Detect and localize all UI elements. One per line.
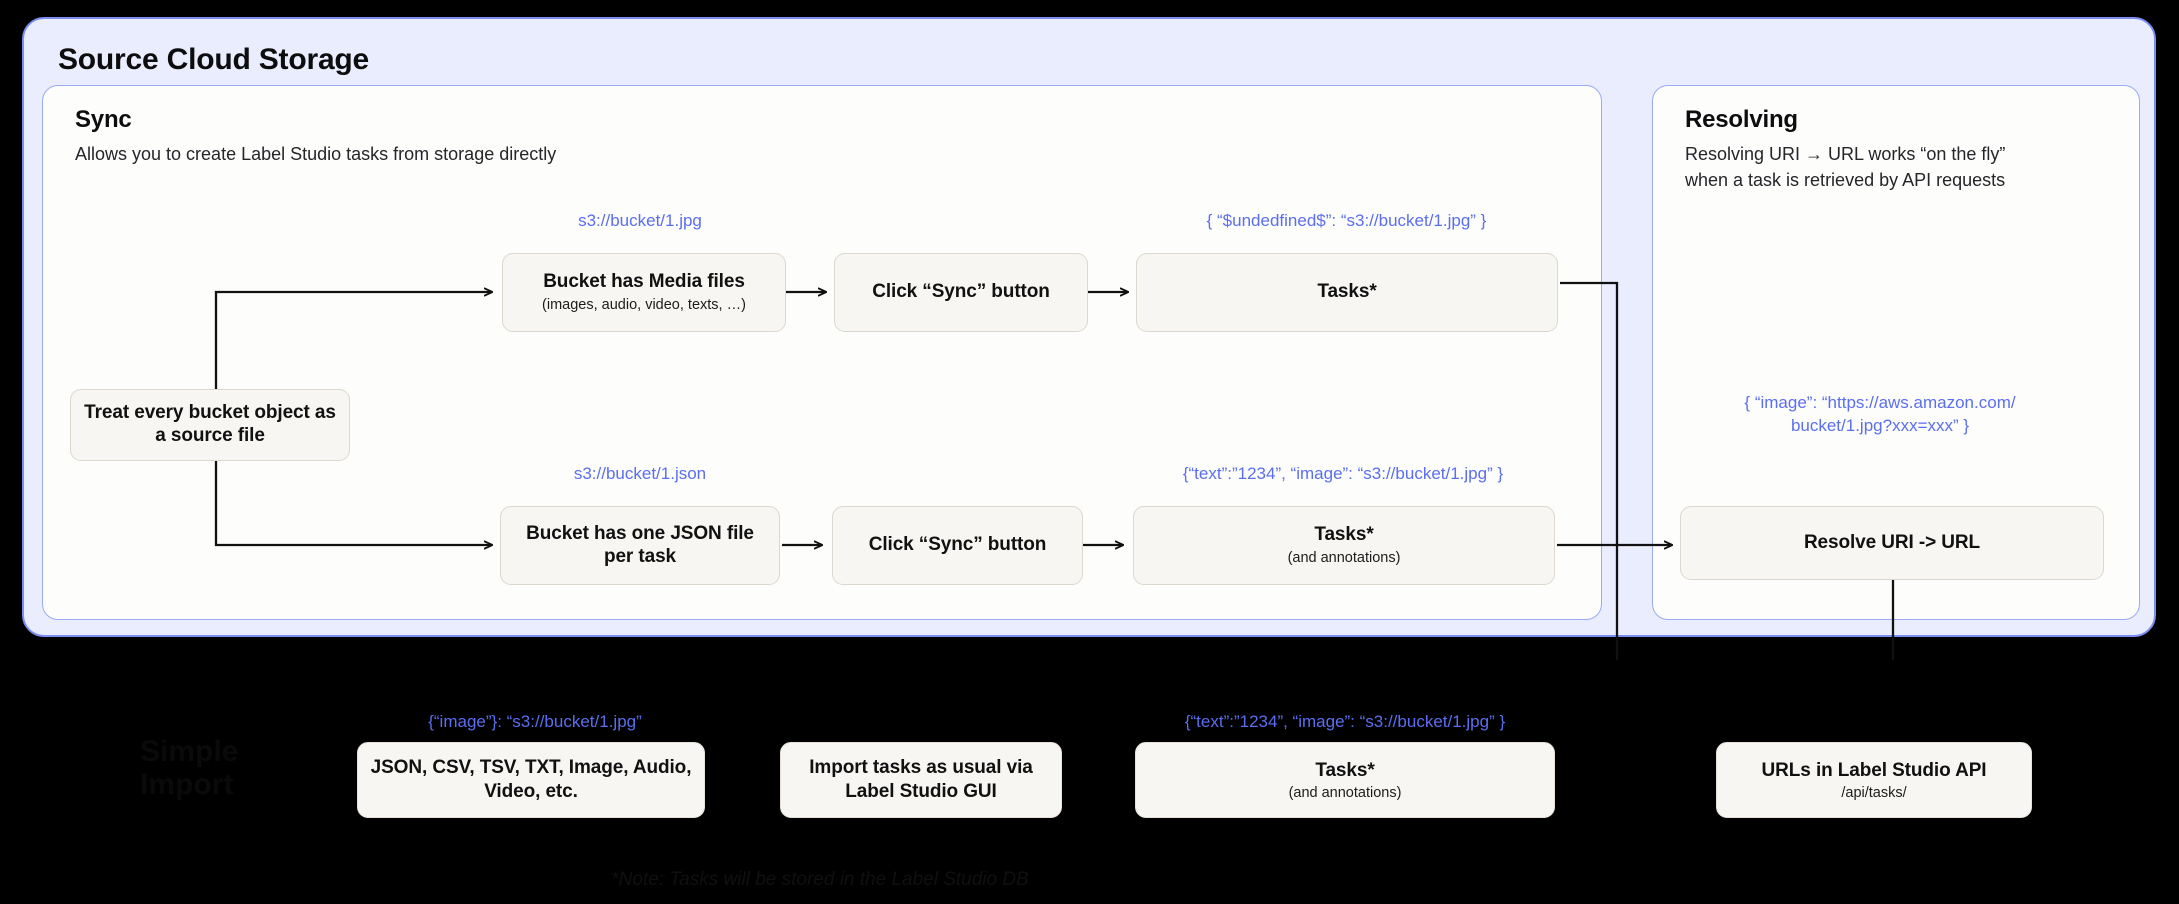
- node-bucket-has-one-json-file[interactable]: Bucket has one JSON file per task: [500, 506, 780, 585]
- sync-card-title: Sync: [75, 106, 132, 133]
- node-label: Tasks*: [1315, 759, 1375, 781]
- annotation-json-uri: s3://bucket/1.json: [573, 464, 707, 483]
- node-sublabel: (and annotations): [1288, 785, 1402, 802]
- page-title: Source Cloud Storage: [58, 43, 370, 76]
- node-sublabel: /api/tasks/: [1841, 785, 1907, 802]
- node-label: Tasks*: [1317, 281, 1377, 303]
- annotation-media-uri: s3://bucket/1.jpg: [578, 211, 702, 230]
- sync-card-subtitle: Allows you to create Label Studio tasks …: [75, 144, 557, 164]
- footnote-note: *Note: Tasks will be stored in the Label…: [611, 869, 1029, 890]
- node-label: Resolve URI -> URL: [1803, 531, 1981, 553]
- node-label: Bucket has one JSON file per task: [526, 522, 754, 567]
- simple-import-section-label: Simple Import: [140, 735, 239, 801]
- node-treat-bucket-object[interactable]: Treat every bucket object as a source fi…: [70, 389, 350, 461]
- node-sublabel: (images, audio, video, texts, …): [542, 296, 746, 313]
- node-label: Click “Sync” button: [872, 281, 1050, 303]
- node-label: Treat every bucket object as a source fi…: [84, 402, 336, 446]
- node-tasks-top[interactable]: Tasks*: [1136, 253, 1558, 332]
- node-tasks-bottom[interactable]: Tasks* (and annotations): [1133, 506, 1555, 585]
- annotation-tasks-bottom: {“text”:”1234”, “image”: “s3://bucket/1.…: [1182, 464, 1504, 483]
- node-bucket-has-media-files[interactable]: Bucket has Media files (images, audio, v…: [502, 253, 786, 332]
- node-import-tasks-gui[interactable]: Import tasks as usual via Label Studio G…: [780, 742, 1062, 818]
- node-bottom-tasks[interactable]: Tasks* (and annotations): [1135, 742, 1555, 818]
- node-label: Tasks*: [1314, 523, 1374, 545]
- node-urls-label-studio-api[interactable]: URLs in Label Studio API /api/tasks/: [1716, 742, 2032, 818]
- node-label: Import tasks as usual via Label Studio G…: [809, 757, 1033, 802]
- resolving-card-title: Resolving: [1685, 106, 1798, 133]
- node-resolve-uri-url[interactable]: Resolve URI -> URL: [1680, 506, 2104, 580]
- node-click-sync-button-top[interactable]: Click “Sync” button: [834, 253, 1088, 332]
- node-label: JSON, CSV, TSV, TXT, Image, Audio, Video…: [370, 757, 692, 802]
- annotation-tasks-top: { “$undedfined$”: “s3://bucket/1.jpg” }: [1206, 211, 1487, 230]
- node-supported-formats[interactable]: JSON, CSV, TSV, TXT, Image, Audio, Video…: [357, 742, 705, 818]
- node-label: Bucket has Media files: [543, 270, 745, 292]
- annotation-resolved-url: { “image”: “https://aws.amazon.com/ buck…: [1744, 393, 2016, 435]
- node-label: URLs in Label Studio API: [1761, 759, 1987, 781]
- node-click-sync-button-bottom[interactable]: Click “Sync” button: [832, 506, 1083, 585]
- resolving-card-subtitle: Resolving URI → URL works “on the fly” w…: [1685, 144, 2006, 190]
- node-label: Click “Sync” button: [868, 534, 1047, 556]
- node-sublabel: (and annotations): [1287, 549, 1401, 566]
- annotation-formats: {“image”}: “s3://bucket/1.jpg”: [428, 712, 642, 731]
- annotation-bottom-tasks: {“text”:”1234”, “image”: “s3://bucket/1.…: [1184, 712, 1506, 731]
